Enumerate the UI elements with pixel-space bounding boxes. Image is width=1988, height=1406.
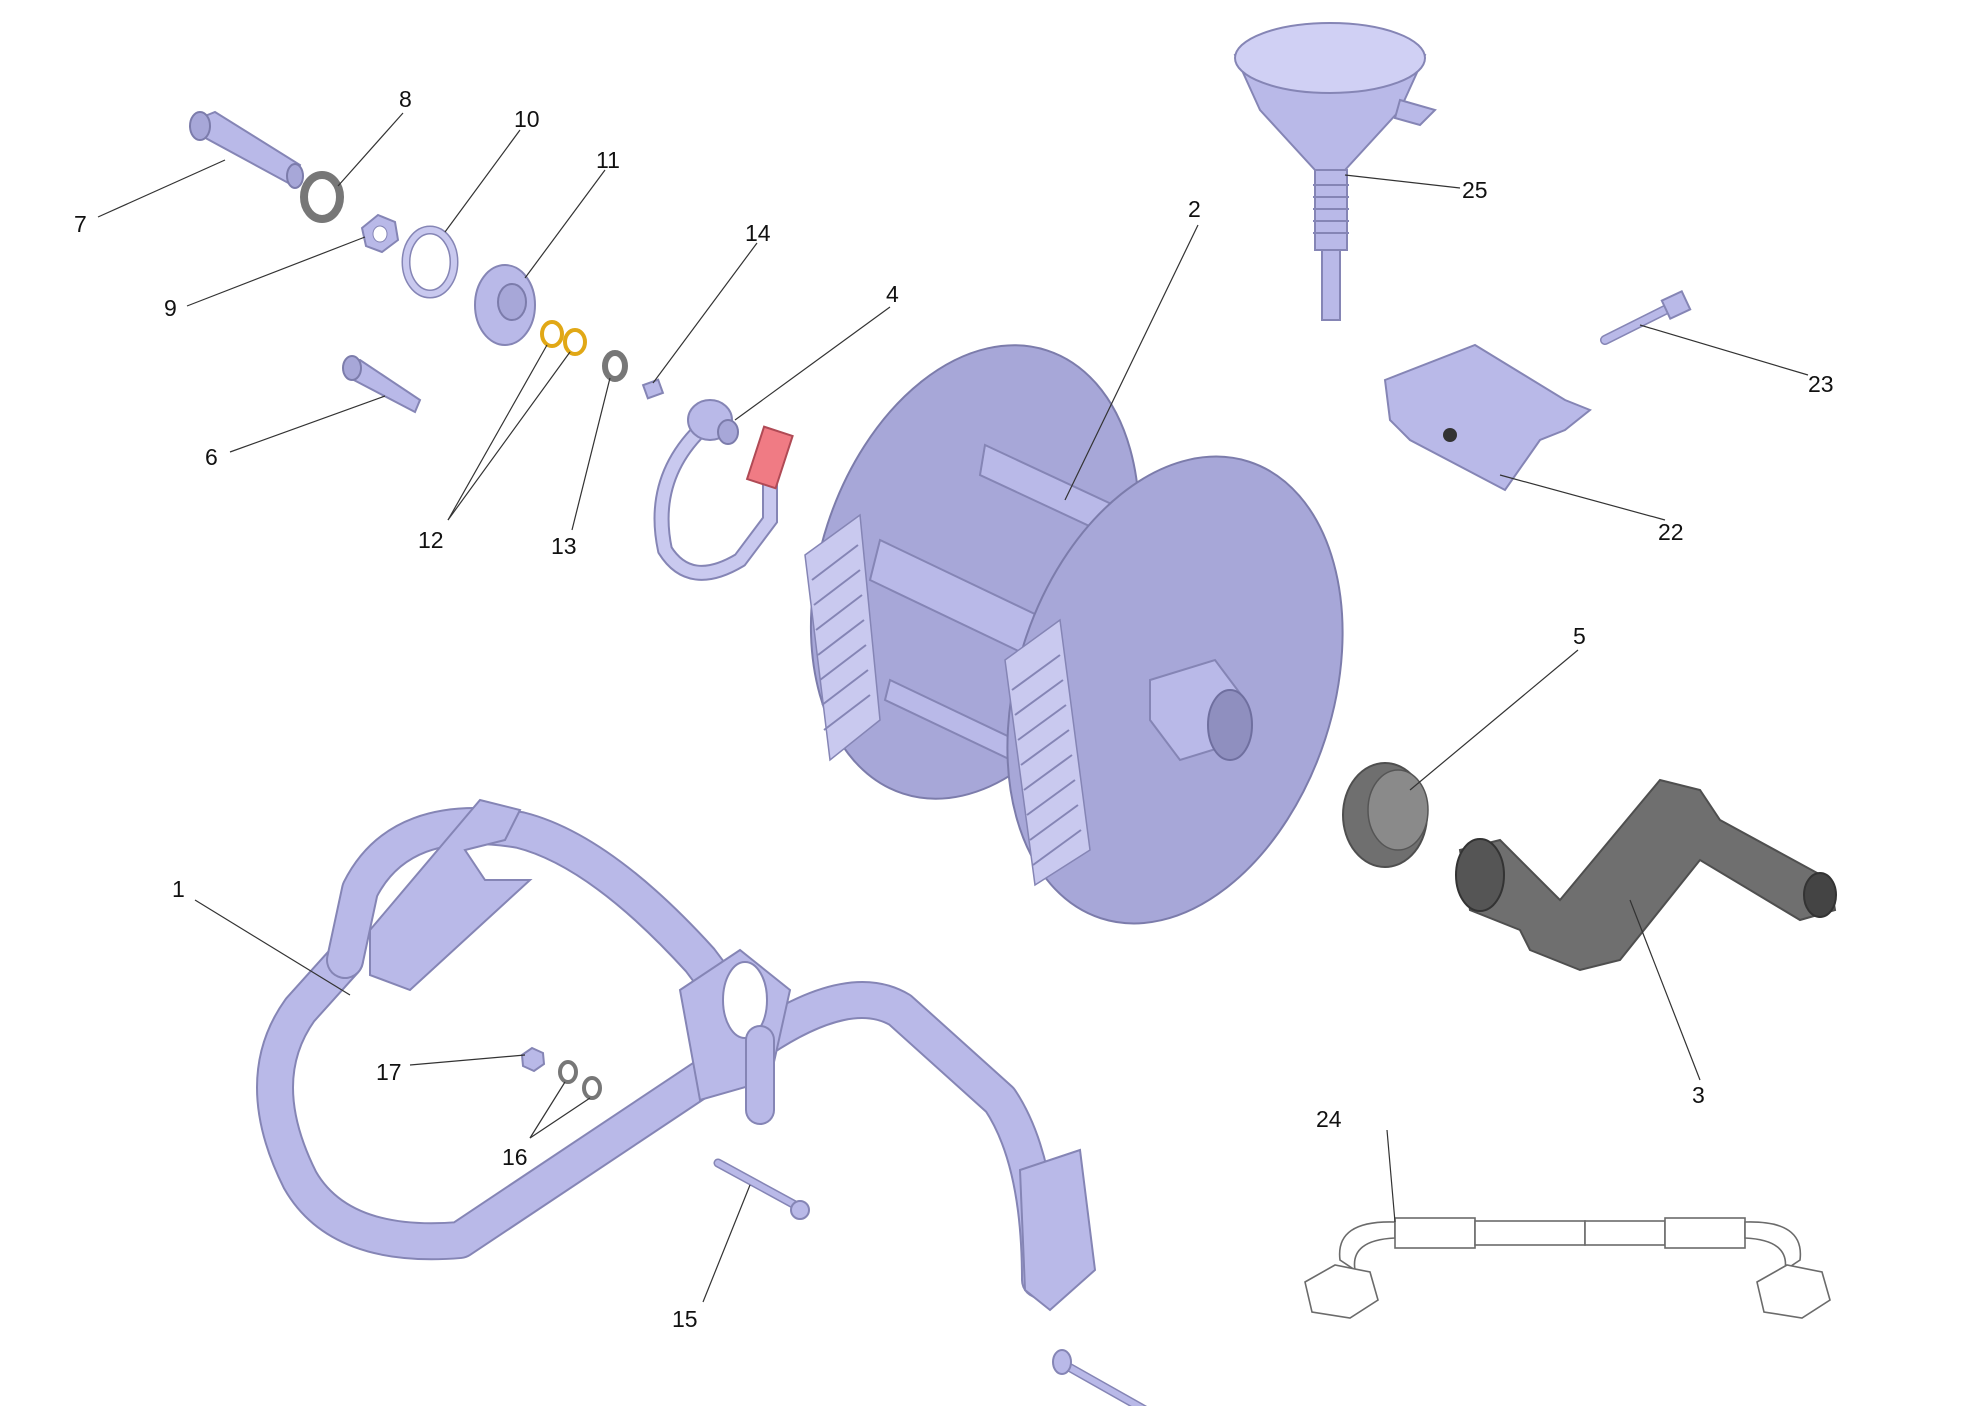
leader-lines — [97, 112, 1809, 1303]
washer-8 — [300, 171, 344, 223]
hp-hose — [1304, 1217, 1831, 1319]
callout-12: 12 — [418, 527, 444, 553]
pin-bottom — [1052, 1349, 1148, 1406]
nut-17 — [520, 1046, 546, 1073]
callout-4: 4 — [886, 281, 899, 307]
callout-8: 8 — [399, 86, 412, 112]
ring-10 — [401, 225, 459, 299]
elbow-hose-4 — [653, 399, 794, 581]
callout-25: 25 — [1462, 177, 1488, 203]
flange-11 — [474, 264, 536, 346]
connector-6 — [342, 355, 422, 414]
callout-22: 22 — [1658, 519, 1684, 545]
callout-17: 17 — [376, 1059, 402, 1085]
bushing — [1342, 762, 1429, 868]
callout-13: 13 — [551, 533, 577, 559]
hex-nut — [360, 213, 400, 254]
callout-2: 2 — [1188, 196, 1201, 222]
callout-3: 3 — [1692, 1082, 1705, 1108]
crank-handle — [1455, 778, 1837, 972]
washer-13 — [602, 350, 628, 382]
callout-10: 10 — [514, 106, 540, 132]
callout-15: 15 — [672, 1306, 698, 1332]
bolt-15 — [713, 1158, 810, 1220]
bolt-long — [1600, 289, 1692, 345]
callout-7: 7 — [74, 211, 87, 237]
callout-23: 23 — [1808, 371, 1834, 397]
frame — [256, 798, 1097, 1312]
callout-24: 24 — [1316, 1106, 1342, 1132]
callout-1: 1 — [172, 876, 185, 902]
callout-14: 14 — [745, 220, 771, 246]
callout-11: 11 — [596, 147, 620, 173]
callout-6: 6 — [205, 444, 218, 470]
swivel-connector — [189, 110, 304, 189]
screw-14 — [641, 378, 665, 400]
callout-5: 5 — [1573, 623, 1586, 649]
funnel — [1233, 22, 1437, 321]
hose-reel-drum — [804, 344, 1344, 925]
o-rings — [540, 320, 587, 356]
callout-9: 9 — [164, 295, 177, 321]
bracket — [1383, 343, 1592, 492]
washers-16 — [558, 1060, 602, 1100]
callout-16: 16 — [502, 1144, 528, 1170]
callout-labels: 1 2 3 4 5 6 7 8 9 10 11 12 13 14 15 16 1… — [74, 86, 1834, 1332]
